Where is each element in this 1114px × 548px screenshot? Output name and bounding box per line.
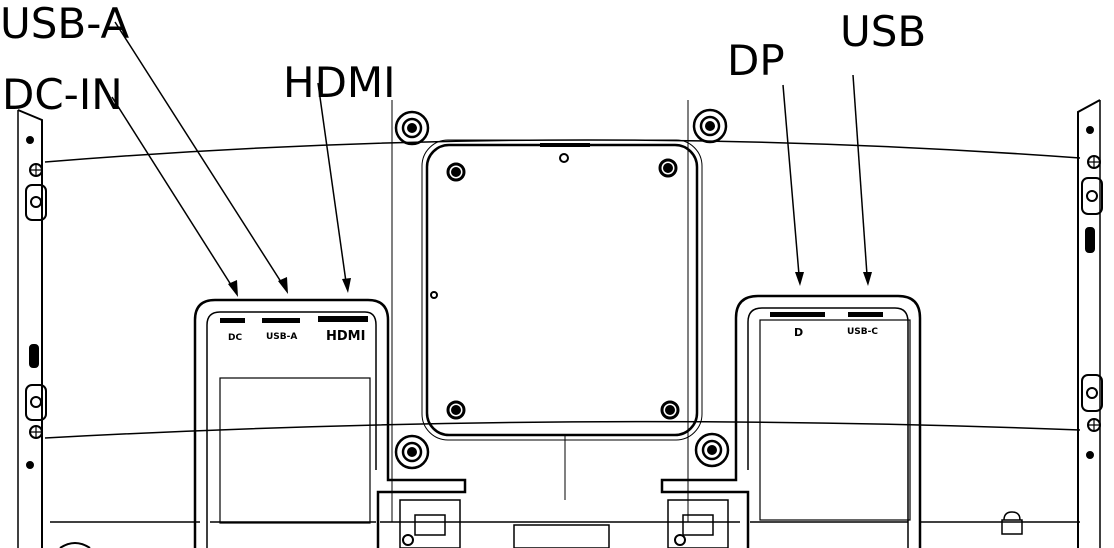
usb-a-arrowhead — [278, 277, 288, 294]
usb-leader — [852, 74, 868, 276]
usb-a-leader — [114, 21, 284, 286]
usb-arrowhead — [863, 272, 872, 286]
usb-a-port-label: USB-A — [266, 332, 298, 342]
right-edge — [1077, 99, 1103, 548]
dp-port-label: D — [794, 326, 804, 339]
dc-in-leader — [111, 96, 234, 289]
hdmi-callout: HDMI — [283, 58, 396, 107]
usb-callout: USB — [840, 7, 927, 56]
hdmi-arrowhead — [342, 278, 351, 293]
monitor-body — [44, 139, 1081, 523]
left-port-bay — [193, 298, 467, 548]
hdmi-leader — [317, 82, 347, 283]
bottom-hinges — [59, 499, 1023, 548]
dp-leader — [782, 84, 800, 276]
usb-c-port-label: USB-C — [847, 327, 878, 337]
right-port-bay — [660, 294, 922, 548]
vesa-plate — [391, 100, 703, 522]
dp-callout: DP — [727, 36, 785, 85]
left-edge — [17, 109, 47, 548]
dc-in-arrowhead — [228, 280, 238, 297]
callout-arrows — [111, 21, 872, 297]
dc-port-label: DC — [228, 333, 243, 343]
usb-a-callout: USB-A — [0, 0, 130, 48]
dp-arrowhead — [795, 272, 804, 286]
hdmi-port-label: HDMI — [326, 329, 366, 344]
standoff-screws — [394, 108, 730, 470]
dc-in-callout: DC-IN — [2, 70, 123, 119]
